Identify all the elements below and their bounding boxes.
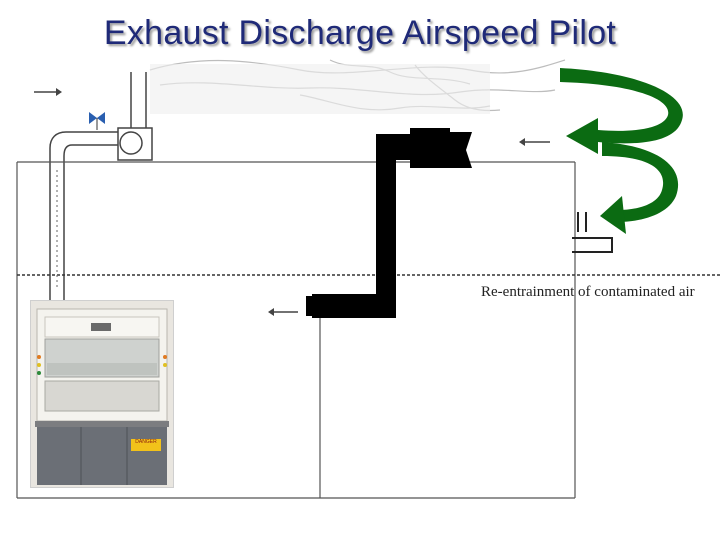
air-intake xyxy=(572,212,613,253)
airflow-arrow-icon xyxy=(34,88,550,316)
page-title: Exhaust Discharge Airspeed Pilot xyxy=(103,14,617,52)
bowtie-valve-icon xyxy=(89,112,105,130)
green-curved-arrow-icon xyxy=(560,68,683,234)
diagram-caption: Re-entrainment of contaminated air xyxy=(481,284,695,300)
room-outline xyxy=(16,161,576,499)
plume-haze xyxy=(150,64,490,114)
fume-hood-photo: DANGER xyxy=(30,300,174,488)
photo-danger-label: DANGER xyxy=(135,439,157,445)
black-exhaust-duct xyxy=(306,128,472,318)
fume-hood-illustration xyxy=(31,301,173,487)
left-exhaust-stack xyxy=(49,72,153,300)
